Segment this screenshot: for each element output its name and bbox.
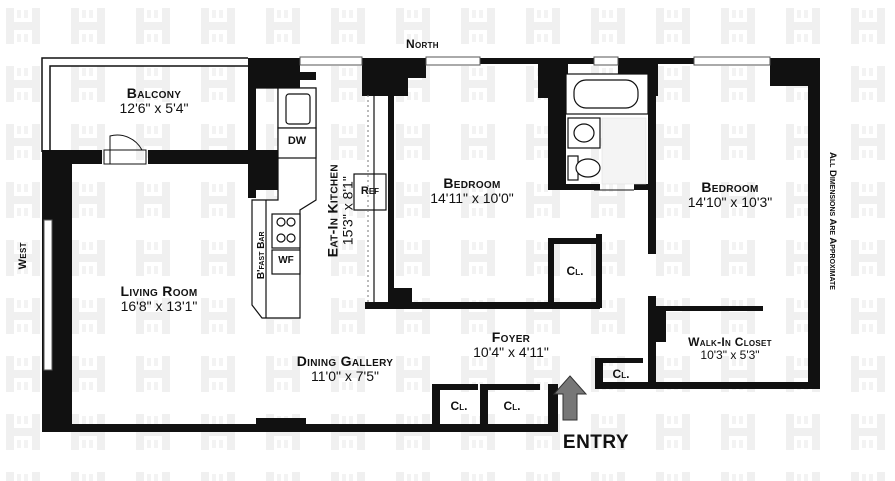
closet-walkin-label: Cl. xyxy=(612,367,630,381)
bedroom1-dims: 14'11" x 10'0" xyxy=(430,189,514,206)
foyer-dims: 10'4" x 4'11" xyxy=(473,343,549,360)
living-room-dims: 16'8" x 13'1" xyxy=(120,297,198,314)
bedroom2-dims: 14'10" x 10'3" xyxy=(687,193,773,210)
kitchen-dims: 15'3" x 8'1" xyxy=(339,176,355,246)
north-label: North xyxy=(406,37,439,51)
windows xyxy=(43,56,771,371)
entry-label: ENTRY xyxy=(562,432,630,453)
closet-bedroom-label: Cl. xyxy=(566,264,584,278)
dimensions-note: All Dimensions Are Approximate xyxy=(826,151,838,290)
west-label: West xyxy=(16,242,29,270)
walk-in-closet-dims: 10'3" x 5'3" xyxy=(700,347,760,362)
walk-in-closet-label: Walk-In Closet 10'3" x 5'3" xyxy=(670,336,790,361)
entry-arrow xyxy=(552,375,588,421)
dishwasher-label: DW xyxy=(287,135,307,147)
closet-gallery2-label: Cl. xyxy=(503,399,521,413)
balcony-label: Balcony 12'6" x 5'4" xyxy=(104,86,204,115)
bedroom2-label: Bedroom 14'10" x 10'3" xyxy=(670,180,790,209)
foyer-name: Foyer xyxy=(491,329,531,345)
refrigerator-label: Ref xyxy=(360,185,380,197)
kitchen-label: Eat-In Kitchen 15'3" x 8'1" xyxy=(324,151,355,271)
living-room-name: Living Room xyxy=(120,283,198,299)
balcony-outline xyxy=(41,57,248,152)
closet-gallery1-label: Cl. xyxy=(450,399,468,413)
dining-gallery-name: Dining Gallery xyxy=(296,353,394,369)
living-room-label: Living Room 16'8" x 13'1" xyxy=(104,284,214,313)
balcony-name: Balcony xyxy=(126,85,182,101)
dining-gallery-label: Dining Gallery 11'0" x 7'5" xyxy=(280,354,410,383)
kitchen-counter xyxy=(251,87,317,319)
dining-gallery-dims: 11'0" x 7'5" xyxy=(311,367,379,384)
foyer-label: Foyer 10'4" x 4'11" xyxy=(456,330,566,359)
washer-label: WF xyxy=(278,255,294,266)
walk-in-closet-name: Walk-In Closet xyxy=(688,335,772,349)
balcony-dims: 12'6" x 5'4" xyxy=(119,99,189,116)
refrigerator xyxy=(353,173,387,211)
bathroom-fixtures xyxy=(565,73,649,181)
balcony-door xyxy=(103,134,147,165)
bedroom1-name: Bedroom xyxy=(443,175,501,191)
bath-tile-floor xyxy=(601,117,647,185)
bedroom1-label: Bedroom 14'11" x 10'0" xyxy=(412,176,532,205)
bedroom2-name: Bedroom xyxy=(701,179,759,195)
kitchen-name: Eat-In Kitchen xyxy=(324,164,341,258)
breakfast-bar-label: B'fast Bar xyxy=(255,231,267,280)
